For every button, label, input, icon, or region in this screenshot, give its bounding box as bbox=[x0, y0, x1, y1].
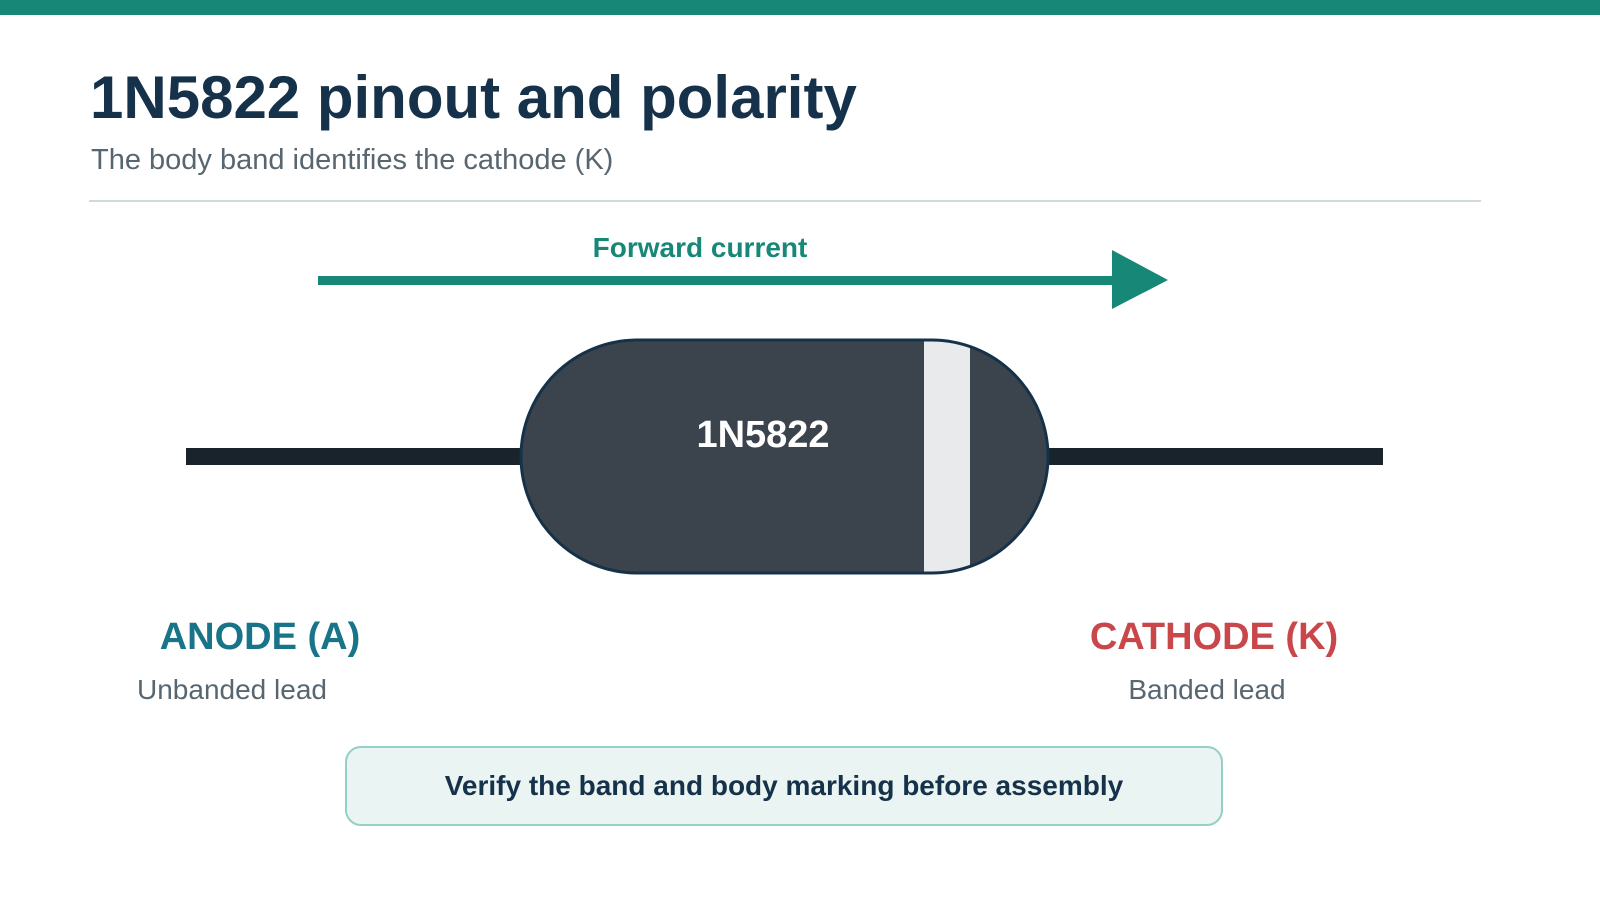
assembly-note-text: Verify the band and body marking before … bbox=[444, 770, 1124, 801]
diode-body-marking: 1N5822 bbox=[696, 414, 830, 456]
page-title: 1N5822 pinout and polarity bbox=[90, 64, 857, 131]
arrow-shaft bbox=[318, 276, 1118, 285]
forward-current-label: Forward current bbox=[592, 232, 808, 263]
cathode-description: Banded lead bbox=[1128, 674, 1286, 705]
arrow-head bbox=[1112, 250, 1168, 309]
anode-lead bbox=[186, 448, 526, 465]
page-subtitle: The body band identifies the cathode (K) bbox=[91, 144, 614, 176]
diode-body bbox=[521, 340, 1048, 573]
anode-label: ANODE (A) bbox=[159, 616, 361, 658]
assembly-note: Verify the band and body marking before … bbox=[345, 746, 1223, 826]
header-divider bbox=[89, 200, 1481, 202]
anode-description: Unbanded lead bbox=[137, 674, 327, 705]
top-accent-bar bbox=[0, 0, 1600, 15]
cathode-lead bbox=[1044, 448, 1383, 465]
cathode-label: CATHODE (K) bbox=[1089, 616, 1339, 658]
diode-body-outline bbox=[519, 338, 1050, 575]
forward-current-arrow bbox=[318, 250, 1168, 309]
cathode-band bbox=[924, 340, 970, 573]
